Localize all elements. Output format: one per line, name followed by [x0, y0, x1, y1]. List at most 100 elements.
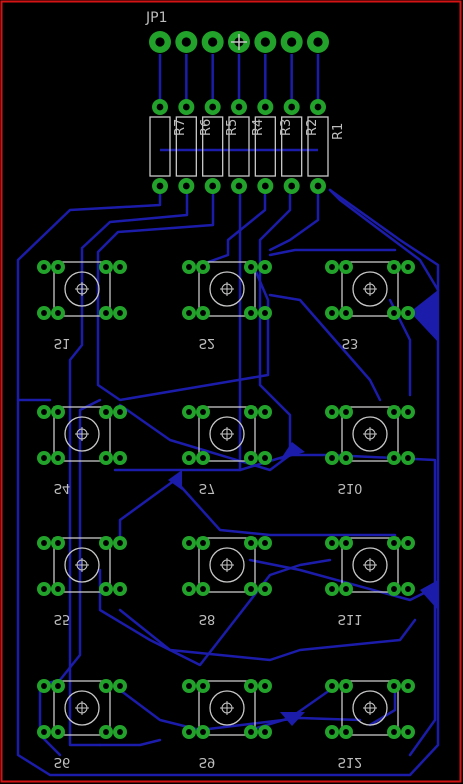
trace-13 — [118, 403, 292, 472]
switch-s2-pad-1-3 — [258, 306, 272, 320]
switch-s12-pad-0-3 — [401, 679, 415, 693]
resistor-label-r1: R1 — [331, 123, 346, 140]
switch-s11-pad-0-0-drill — [329, 540, 335, 546]
switch-s7: S7 — [198, 406, 256, 495]
switch-s7-pad-0-3 — [258, 405, 272, 419]
switch-ring — [352, 547, 388, 583]
switch-body — [341, 261, 399, 317]
switch-s12-pad-0-0 — [325, 679, 339, 693]
resistor-body-1 — [149, 116, 171, 177]
switch-s2-pad-0-0 — [182, 260, 196, 274]
switch-s2-pad-0-3-drill — [262, 264, 268, 270]
switch-s5-pad-0-0-drill — [41, 540, 47, 546]
switch-body — [198, 261, 256, 317]
switch-s6-pad-0-2-drill — [103, 683, 109, 689]
switch-s8-pad-1-0-drill — [186, 586, 192, 592]
switch-s7-pad-0-0-drill — [186, 409, 192, 415]
switch-s6-pad-1-0-drill — [41, 729, 47, 735]
switch-label: S11 — [338, 611, 363, 626]
resistor-body-4 — [228, 116, 250, 177]
switch-label: S9 — [199, 754, 216, 769]
switch-s4-pad-0-1 — [51, 405, 65, 419]
switch-s2-pad-1-2-drill — [248, 310, 254, 316]
switch-s1-pad-0-2 — [99, 260, 113, 274]
switch-s12-pad-0-3-drill — [405, 683, 411, 689]
switch-s2-pad-0-1-drill — [200, 264, 206, 270]
switch-s3-pad-1-1-drill — [343, 310, 349, 316]
switch-s12-pad-1-2-drill — [391, 729, 397, 735]
switch-s10-pad-0-0-drill — [329, 409, 335, 415]
switch-s1-pad-1-1 — [51, 306, 65, 320]
switch-s3-pad-0-1-drill — [343, 264, 349, 270]
switch-s8-pad-0-2 — [244, 536, 258, 550]
switch-s6-pad-1-3-drill — [117, 729, 123, 735]
switch-s1-pad-1-1-drill — [55, 310, 61, 316]
switch-body — [53, 680, 111, 736]
resistor-pad-top-4 — [231, 99, 247, 115]
switch-s8-pad-0-0-drill — [186, 540, 192, 546]
switch-s7-pad-1-3 — [258, 451, 272, 465]
switch-ring — [64, 271, 100, 307]
switch-s10-pad-1-0-drill — [329, 455, 335, 461]
header-pin-1 — [149, 31, 171, 53]
resistor-pad-bot-1-drill — [156, 182, 164, 190]
switch-label: S7 — [199, 480, 216, 495]
switch-s1-pad-0-1 — [51, 260, 65, 274]
switch-s5-pad-1-0-drill — [41, 586, 47, 592]
switch-s5-pad-0-1-drill — [55, 540, 61, 546]
switch-s11-pad-0-3 — [401, 536, 415, 550]
switch-s12-pad-1-0-drill — [329, 729, 335, 735]
resistor-body-6 — [281, 116, 303, 177]
switch-s11-pad-1-3 — [401, 582, 415, 596]
switch-s4-pad-1-3-drill — [117, 455, 123, 461]
switch-s4-pad-1-1-drill — [55, 455, 61, 461]
switch-s9-pad-0-0-drill — [186, 683, 192, 689]
trace-fill-1 — [410, 290, 438, 342]
switch-label: S3 — [342, 335, 359, 350]
switch-s6-pad-0-3 — [113, 679, 127, 693]
switch-s4-pad-1-1 — [51, 451, 65, 465]
switch-s10-pad-0-3 — [401, 405, 415, 419]
switch-s10-pad-0-3-drill — [405, 409, 411, 415]
trace-8 — [328, 188, 440, 292]
trace-24 — [98, 738, 162, 747]
switch-s2-pad-0-0-drill — [186, 264, 192, 270]
switch-s12-pad-1-1 — [339, 725, 353, 739]
switch-ring — [64, 690, 100, 726]
switch-s3-pad-0-3 — [401, 260, 415, 274]
switch-s1-pad-1-3-drill — [117, 310, 123, 316]
switch-s7-pad-1-2 — [244, 451, 258, 465]
switch-s4-pad-0-0-drill — [41, 409, 47, 415]
resistor-pad-top-3 — [204, 99, 221, 115]
switch-s11-pad-1-2 — [387, 582, 401, 596]
switch-s9-pad-0-1 — [196, 679, 210, 693]
switch-s6-pad-1-1-drill — [55, 729, 61, 735]
switch-s4-pad-0-3-drill — [117, 409, 123, 415]
switch-s1: S1 — [53, 261, 111, 350]
switch-ring — [64, 547, 100, 583]
switch-ring — [64, 416, 100, 452]
trace-7 — [268, 193, 320, 252]
switch-s11-pad-0-1-drill — [343, 540, 349, 546]
switch-s8-pad-1-3 — [258, 582, 272, 596]
switch-s11-pad-1-0-drill — [329, 586, 335, 592]
header-pin-1-drill — [155, 37, 165, 47]
switch-s8-pad-0-0 — [182, 536, 196, 550]
resistor-pad-bot-2-drill — [182, 182, 190, 190]
switch-s4-pad-1-0-drill — [41, 455, 47, 461]
switch-s5-pad-1-2 — [99, 582, 113, 596]
resistor-pad-top-1-drill — [156, 103, 164, 111]
switch-s3-pad-0-2 — [387, 260, 401, 274]
header-pin-3 — [201, 31, 224, 53]
switch-s8-pad-1-3-drill — [262, 586, 268, 592]
header-pin-2-drill — [181, 37, 191, 47]
trace-19 — [98, 558, 332, 667]
switch-s3-pad-0-0 — [325, 260, 339, 274]
resistor-body-7 — [307, 116, 329, 177]
switch-s9-pad-0-3 — [258, 679, 272, 693]
switch-s10-pad-0-1 — [339, 405, 353, 419]
switch-s1-pad-0-3-drill — [117, 264, 123, 270]
trace-3 — [96, 193, 270, 402]
switch-s10-pad-0-2-drill — [391, 409, 397, 415]
